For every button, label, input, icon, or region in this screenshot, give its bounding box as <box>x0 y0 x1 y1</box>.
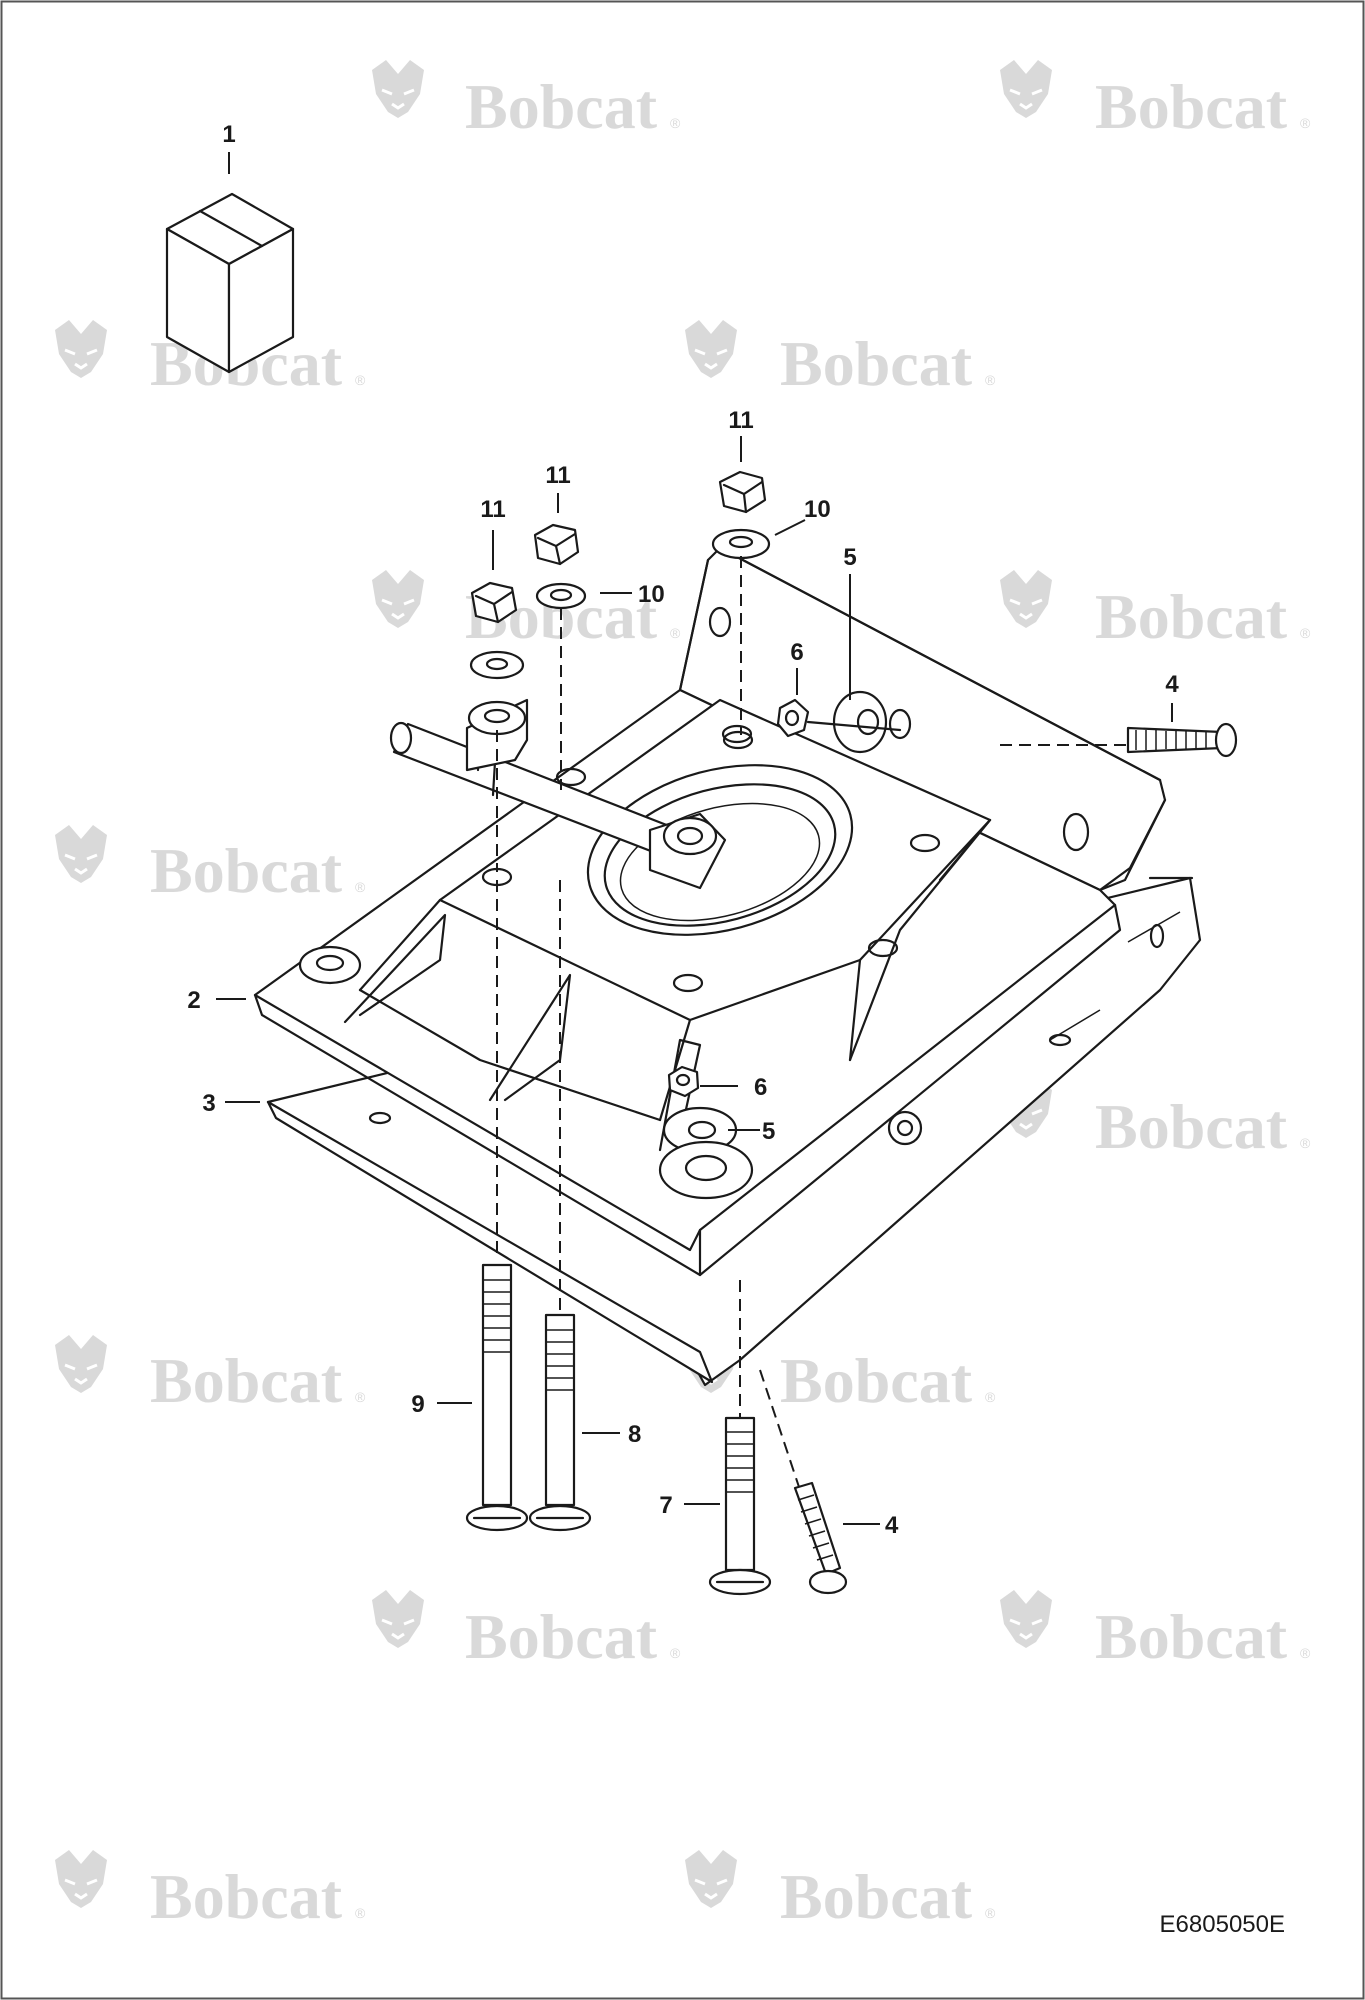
part-washer-nut-upper <box>776 690 902 754</box>
svg-text:Bobcat: Bobcat <box>465 1601 658 1672</box>
callout-6-upper: 6 <box>790 639 803 666</box>
watermark-11: Bobcat ® <box>53 1333 366 1416</box>
watermark-13: Bobcat ® <box>370 1588 681 1672</box>
part-kit-box <box>165 192 295 374</box>
svg-text:®: ® <box>355 372 366 388</box>
part-seat-base <box>253 546 1167 1277</box>
part-screw-lower <box>793 1481 848 1595</box>
callout-5-upper: 5 <box>843 544 856 571</box>
figure-code: E6805050E <box>1160 1911 1285 1938</box>
part-nut-washer-middle <box>533 523 587 610</box>
svg-text:Bobcat: Bobcat <box>150 1861 343 1932</box>
part-bolt-7 <box>708 1416 772 1596</box>
part-nut-washer-right <box>711 470 771 560</box>
callout-10-left: 10 <box>638 581 665 608</box>
leader-lines <box>216 152 1173 1525</box>
callout-labels: 1 2 3 4 4 5 5 6 6 7 8 9 10 10 11 11 11 <box>187 121 1179 1539</box>
svg-text:®: ® <box>985 372 996 388</box>
svg-text:Bobcat: Bobcat <box>780 1345 973 1416</box>
callout-6-lower: 6 <box>754 1074 767 1101</box>
svg-text:®: ® <box>1300 625 1311 641</box>
part-bolt-8 <box>528 1313 592 1532</box>
svg-text:®: ® <box>985 1389 996 1405</box>
part-screw-upper <box>1126 722 1238 758</box>
svg-text:Bobcat: Bobcat <box>150 835 343 906</box>
callout-2: 2 <box>187 987 200 1014</box>
callout-10-right: 10 <box>804 496 831 523</box>
watermark-15: Bobcat ® <box>53 1848 366 1932</box>
part-bolt-9 <box>465 1263 529 1532</box>
svg-text:®: ® <box>355 1905 366 1921</box>
svg-text:®: ® <box>1300 1645 1311 1661</box>
svg-text:®: ® <box>670 115 681 131</box>
watermark-2: Bobcat ® <box>998 58 1311 142</box>
svg-text:®: ® <box>670 1645 681 1661</box>
watermark-12: Bobcat ® <box>683 1333 996 1416</box>
callout-11-middle: 11 <box>545 462 570 489</box>
watermark-1: Bobcat ® <box>370 58 681 142</box>
svg-text:Bobcat: Bobcat <box>1095 581 1288 652</box>
watermark-10: Bobcat ® <box>998 1078 1311 1162</box>
svg-text:®: ® <box>670 625 681 641</box>
assembly-lines <box>496 556 1150 1491</box>
svg-text:Bobcat: Bobcat <box>465 71 658 142</box>
watermark-4: Bobcat ® <box>683 318 996 399</box>
watermark-7: Bobcat ® <box>53 823 366 906</box>
svg-text:®: ® <box>355 1389 366 1405</box>
part-nut-washer-left <box>467 581 527 736</box>
watermark-6: Bobcat ® <box>998 568 1311 652</box>
callout-11-left: 11 <box>480 496 505 523</box>
callout-4-lower: 4 <box>885 1512 899 1539</box>
callout-5-lower: 5 <box>762 1118 775 1145</box>
callout-1: 1 <box>222 121 235 148</box>
svg-text:Bobcat: Bobcat <box>780 328 973 399</box>
svg-text:®: ® <box>985 1905 996 1921</box>
callout-7: 7 <box>659 1492 672 1519</box>
watermark-14: Bobcat ® <box>998 1588 1311 1672</box>
svg-text:Bobcat: Bobcat <box>780 1861 973 1932</box>
svg-text:®: ® <box>1300 1135 1311 1151</box>
callout-4-upper: 4 <box>1165 671 1179 698</box>
callout-3: 3 <box>202 1090 215 1117</box>
svg-text:Bobcat: Bobcat <box>1095 1091 1288 1162</box>
watermark-16: Bobcat ® <box>683 1848 996 1932</box>
svg-text:Bobcat: Bobcat <box>1095 1601 1288 1672</box>
callout-9: 9 <box>411 1391 424 1418</box>
svg-text:®: ® <box>355 879 366 895</box>
callout-11-right: 11 <box>728 407 753 434</box>
svg-text:Bobcat: Bobcat <box>150 1345 343 1416</box>
svg-text:Bobcat: Bobcat <box>1095 71 1288 142</box>
callout-8: 8 <box>628 1421 641 1448</box>
svg-text:®: ® <box>1300 115 1311 131</box>
